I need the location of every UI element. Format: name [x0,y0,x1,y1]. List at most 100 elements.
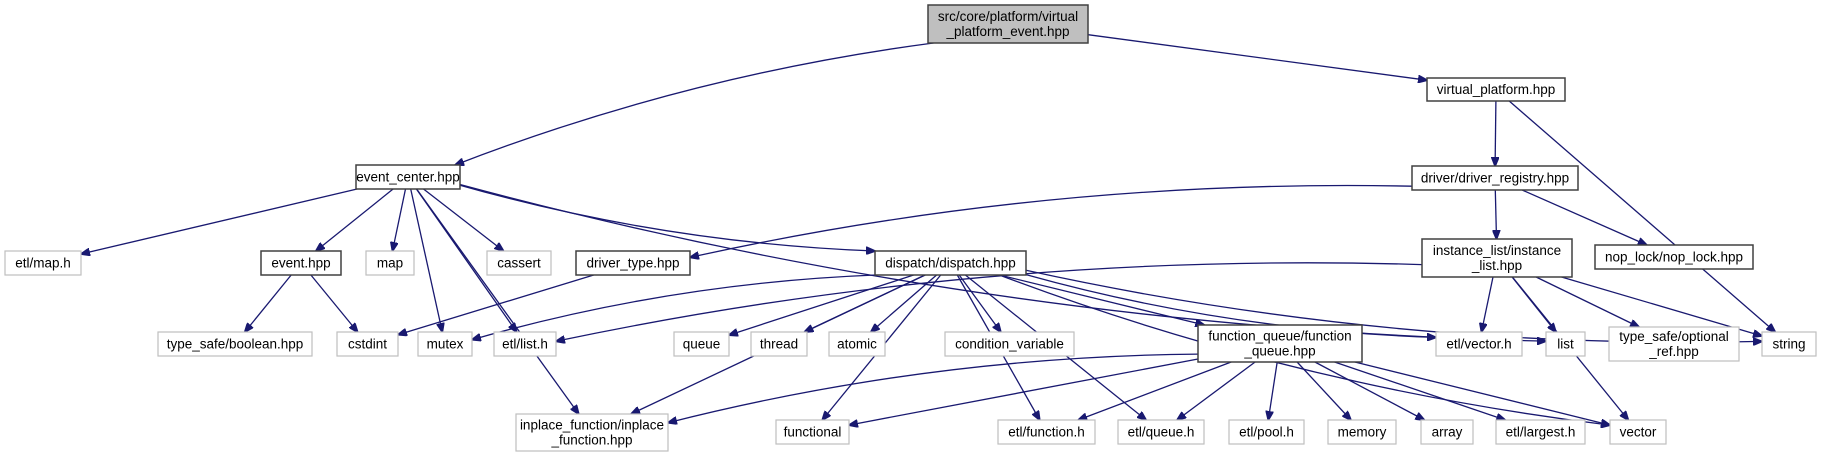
edge-function_queue-to-etl_pool [1268,361,1278,420]
node-box [157,331,313,357]
node-label: _function.hpp [550,433,632,448]
node-event-center[interactable]: event_center.hpp [355,164,461,190]
node-label: cstdint [348,337,387,352]
node-cassert: cassert [486,250,552,276]
node-function-queue[interactable]: function_queue/function_queue.hpp [1197,324,1363,363]
edge-dispatch-to-condition_variable [958,274,1001,332]
node-box [336,331,399,357]
edge-dispatch-to-vector [999,274,1610,425]
edge-event_center-to-etl_list [415,188,516,332]
node-map: map [365,250,415,276]
node-box [365,250,415,276]
node-box[interactable] [355,164,461,190]
node-etl-list: etl/list.h [493,331,557,357]
node-box [1761,331,1817,357]
node-label: memory [1338,425,1387,440]
node-driver-type[interactable]: driver_type.hpp [575,250,691,276]
node-box[interactable] [1411,165,1579,191]
node-memory: memory [1327,419,1397,445]
node-instance-list[interactable]: instance_list/instance_list.hpp [1421,238,1573,278]
node-etl-queue: etl/queue.h [1117,419,1205,445]
edge-driver_type-to-cstdint [398,274,594,335]
node-box [417,331,473,357]
node-label: type_safe/optional [1619,329,1729,344]
node-label: atomic [837,337,877,352]
edges-layer [81,34,1775,425]
node-box[interactable] [874,250,1027,276]
node-label: mutex [427,337,464,352]
node-label: thread [760,337,798,352]
nodes-layer: src/core/platform/virtual_platform_event… [4,4,1817,452]
node-label: driver_type.hpp [586,256,679,271]
node-box[interactable] [927,4,1089,44]
node-label: nop_lock/nop_lock.hpp [1605,250,1743,265]
edge-event_center-to-etl_map [81,188,358,254]
edge-dispatch-to-function_queue [999,274,1205,325]
node-array: array [1420,419,1474,445]
edge-event-to-cstdint [310,274,358,332]
node-etl-largest: etl/largest.h [1495,419,1586,445]
node-condition-variable: condition_variable [944,331,1075,357]
node-box [1608,326,1740,362]
node-label: map [377,256,403,271]
node-label: event_center.hpp [356,170,460,185]
edge-function_queue-to-etl_queue [1177,361,1256,420]
node-label: instance_list/instance [1433,243,1561,258]
node-nop-lock[interactable]: nop_lock/nop_lock.hpp [1594,244,1754,270]
node-functional: functional [775,419,850,445]
node-string: string [1761,331,1817,357]
node-label: etl/largest.h [1506,425,1576,440]
node-label: functional [784,425,842,440]
node-list: list [1545,331,1586,357]
node-event[interactable]: event.hpp [260,250,342,276]
edge-event-to-boolean [245,274,292,332]
node-box[interactable] [1421,238,1573,278]
node-inplace-function: inplace_function/inplace_function.hpp [515,413,669,452]
node-label: array [1432,425,1463,440]
node-box [1117,419,1205,445]
node-box[interactable] [575,250,691,276]
node-dispatch[interactable]: dispatch/dispatch.hpp [874,250,1027,276]
edge-function_queue-to-array [1314,361,1425,420]
node-label: virtual_platform.hpp [1437,82,1556,97]
node-box[interactable] [1197,324,1363,363]
node-box [1327,419,1397,445]
node-box[interactable] [1594,244,1754,270]
node-label: event.hpp [271,256,330,271]
node-box[interactable] [260,250,342,276]
node-etl-map: etl/map.h [4,250,82,276]
edge-event_center-to-mutex [410,188,443,332]
node-box[interactable] [1426,77,1566,102]
node-box [493,331,557,357]
node-box [1420,419,1474,445]
node-label: driver/driver_registry.hpp [1421,171,1569,186]
node-box [944,331,1075,357]
node-box [1228,419,1305,445]
edge-dispatch-to-mutex [472,274,876,340]
node-label: etl/map.h [15,256,71,271]
edge-virtual_platform-to-driver_registry [1495,100,1496,166]
node-label: src/core/platform/virtual [938,9,1078,24]
node-box [997,419,1096,445]
node-label: etl/function.h [1008,425,1085,440]
node-box [828,331,886,357]
node-label: vector [1620,425,1657,440]
node-driver-registry[interactable]: driver/driver_registry.hpp [1411,165,1579,191]
node-label: etl/list.h [502,337,548,352]
node-optional-ref: type_safe/optional_ref.hpp [1608,326,1740,362]
node-label: etl/pool.h [1239,425,1294,440]
node-label: dispatch/dispatch.hpp [885,256,1016,271]
node-label: string [1772,337,1805,352]
node-boolean: type_safe/boolean.hpp [157,331,313,357]
edge-dispatch-to-thread [804,274,926,332]
edge-instance_list-to-optional_ref [1535,276,1639,327]
node-box [1545,331,1586,357]
node-box [515,413,669,452]
node-label: queue [683,337,721,352]
node-root[interactable]: src/core/platform/virtual_platform_event… [927,4,1089,44]
node-box [1609,419,1667,445]
node-virtual-platform[interactable]: virtual_platform.hpp [1426,77,1566,102]
edge-dispatch-to-queue [729,274,914,335]
node-thread: thread [750,331,808,357]
